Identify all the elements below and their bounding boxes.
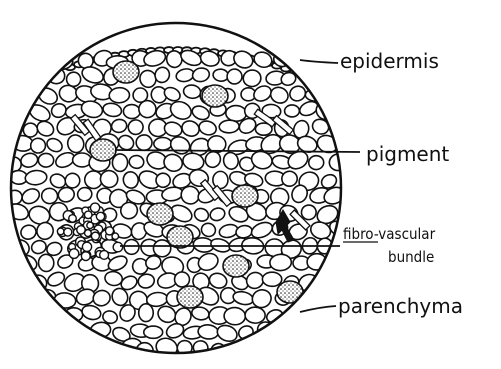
epidermis-label: epidermis [340, 49, 439, 73]
parenchyma-leader [300, 306, 336, 312]
epidermis-leader [300, 60, 338, 63]
bundle-label: bundle [388, 248, 434, 266]
parenchyma-label: parenchyma [338, 294, 463, 318]
tissue-cells [6, 47, 351, 361]
fibro-vascular-label: fibro-vascular [343, 225, 436, 243]
pigment-label: pigment [366, 142, 449, 166]
